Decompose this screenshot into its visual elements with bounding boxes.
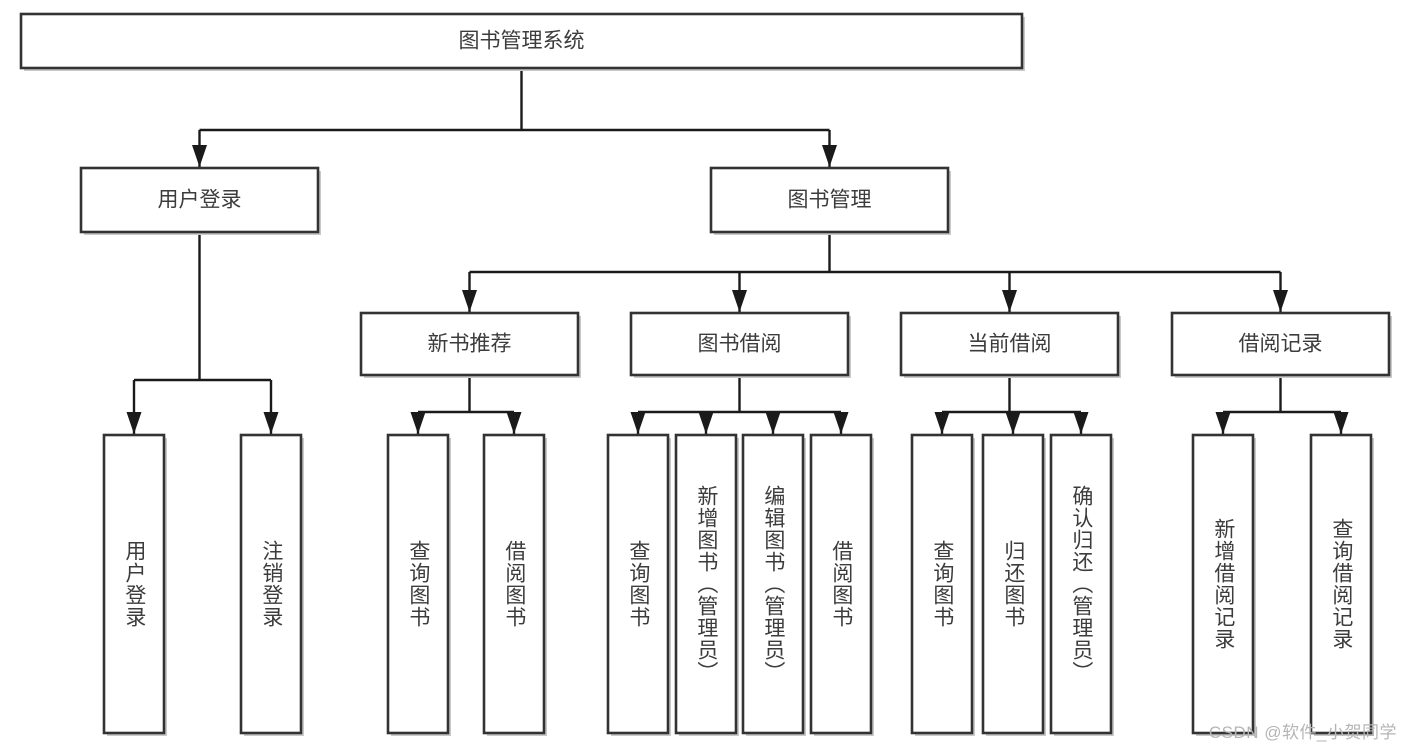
arrow-head-icon xyxy=(263,412,279,434)
node-box-book-borrow[interactable] xyxy=(629,311,850,377)
watermark-credit: CSDN @软件_小贺同学 xyxy=(1208,723,1397,742)
node-box-leaf-cb-confirm[interactable] xyxy=(1049,433,1113,735)
arrow-head-icon xyxy=(833,412,849,434)
arrow-head-icon xyxy=(732,290,747,312)
node-box-leaf-user-login[interactable] xyxy=(102,433,166,735)
node-box-leaf-bb-add[interactable] xyxy=(674,433,738,735)
node-box-current-borrow[interactable] xyxy=(899,311,1120,377)
node-box-leaf-rec-query[interactable] xyxy=(386,433,450,735)
node-box-leaf-br-add[interactable] xyxy=(1191,433,1255,735)
node-label-user-login: 用户登录 xyxy=(158,189,242,212)
arrow-head-icon xyxy=(192,145,207,167)
node-box-leaf-bb-borrow[interactable] xyxy=(809,433,873,735)
node-box-book-manage[interactable] xyxy=(709,166,950,234)
arrow-head-icon xyxy=(1002,290,1017,312)
node-box-leaf-cb-return[interactable] xyxy=(981,433,1045,735)
arrow-head-icon xyxy=(1073,412,1089,434)
arrow-head-icon xyxy=(462,290,477,312)
node-box-leaf-bb-edit[interactable] xyxy=(741,433,805,735)
arrow-head-icon xyxy=(630,412,646,434)
node-box-leaf-cb-query[interactable] xyxy=(910,433,974,735)
arrow-head-icon xyxy=(410,412,426,434)
node-box-leaf-user-logout[interactable] xyxy=(239,433,303,735)
arrow-head-icon xyxy=(822,145,837,167)
connectors-layer xyxy=(126,68,1349,434)
node-label-root: 图书管理系统 xyxy=(459,30,585,53)
arrow-head-icon xyxy=(934,412,950,434)
arrow-head-icon xyxy=(1215,412,1231,434)
node-box-leaf-rec-borrow[interactable] xyxy=(482,433,546,735)
node-label-new-book-rec: 新书推荐 xyxy=(428,333,512,356)
node-box-leaf-br-query[interactable] xyxy=(1309,433,1373,735)
arrow-head-icon xyxy=(765,412,781,434)
node-box-leaf-bb-query[interactable] xyxy=(606,433,670,735)
boxes-layer xyxy=(19,12,1392,736)
arrow-head-icon xyxy=(126,412,142,434)
node-label-current-borrow: 当前借阅 xyxy=(968,333,1052,356)
arrow-head-icon xyxy=(698,412,714,434)
node-label-borrow-record: 借阅记录 xyxy=(1239,333,1323,356)
node-box-borrow-record[interactable] xyxy=(1170,311,1391,377)
arrow-head-icon xyxy=(506,412,522,434)
node-label-book-manage: 图书管理 xyxy=(788,189,872,212)
node-label-book-borrow: 图书借阅 xyxy=(698,333,782,356)
node-box-user-login[interactable] xyxy=(79,166,320,234)
arrow-head-icon xyxy=(1273,290,1288,312)
node-box-root[interactable] xyxy=(19,12,1024,70)
node-box-new-book-rec[interactable] xyxy=(359,311,580,377)
arrow-head-icon xyxy=(1333,412,1349,434)
arrow-head-icon xyxy=(1005,412,1021,434)
